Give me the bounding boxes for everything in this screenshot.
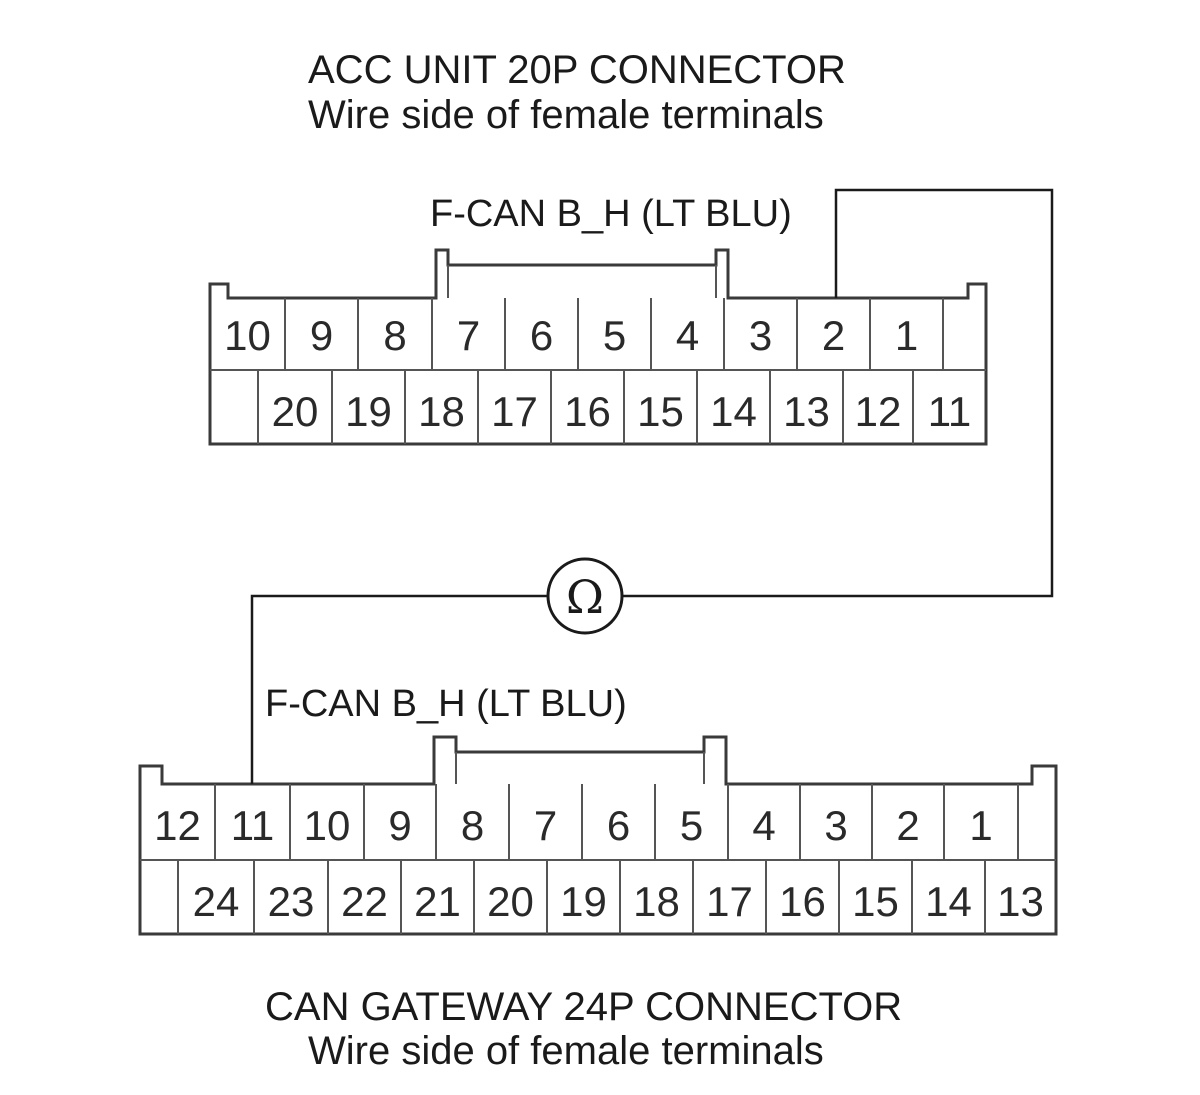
pin-7: 7 — [534, 802, 557, 849]
pin-6: 6 — [607, 802, 630, 849]
pin-16: 16 — [564, 388, 611, 435]
pin-17: 17 — [706, 878, 753, 925]
pin-19: 19 — [560, 878, 607, 925]
pin-17: 17 — [491, 388, 538, 435]
pin-5: 5 — [680, 802, 703, 849]
pin-6: 6 — [530, 312, 553, 359]
pin-20: 20 — [487, 878, 534, 925]
pin-8: 8 — [461, 802, 484, 849]
pin-8: 8 — [383, 312, 406, 359]
pin-1: 1 — [969, 802, 992, 849]
bottom-wire-label: F-CAN B_H (LT BLU) — [265, 683, 627, 725]
pin-21: 21 — [414, 878, 461, 925]
pin-5: 5 — [603, 312, 626, 359]
pin-15: 15 — [637, 388, 684, 435]
pin-9: 9 — [310, 312, 333, 359]
pin-16: 16 — [779, 878, 826, 925]
pin-14: 14 — [925, 878, 972, 925]
pin-18: 18 — [418, 388, 465, 435]
pin-13: 13 — [783, 388, 830, 435]
pin-11: 11 — [231, 802, 275, 849]
top-wire-label: F-CAN B_H (LT BLU) — [430, 193, 792, 235]
pin-20: 20 — [272, 388, 319, 435]
top-connector-title: ACC UNIT 20P CONNECTOR — [308, 48, 846, 92]
pin-2: 2 — [822, 312, 845, 359]
pin-3: 3 — [824, 802, 847, 849]
pin-10: 10 — [304, 802, 351, 849]
pin-7: 7 — [457, 312, 480, 359]
pin-3: 3 — [749, 312, 772, 359]
ohmmeter-icon: Ω — [546, 557, 624, 635]
pin-11: 11 — [928, 388, 972, 435]
pin-18: 18 — [633, 878, 680, 925]
bottom-connector-subtitle: Wire side of female terminals — [308, 1029, 824, 1073]
pin-24: 24 — [193, 878, 240, 925]
pin-12: 12 — [154, 802, 201, 849]
pin-15: 15 — [852, 878, 899, 925]
pin-13: 13 — [997, 878, 1044, 925]
test-lead-bottom — [250, 594, 548, 784]
pin-9: 9 — [388, 802, 411, 849]
top-connector-subtitle: Wire side of female terminals — [308, 93, 824, 137]
pin-4: 4 — [752, 802, 775, 849]
ohm-symbol: Ω — [566, 570, 604, 624]
pin-10: 10 — [224, 312, 271, 359]
pin-14: 14 — [710, 388, 757, 435]
pin-12: 12 — [855, 388, 902, 435]
pin-1: 1 — [895, 312, 918, 359]
pin-22: 22 — [341, 878, 388, 925]
pin-23: 23 — [268, 878, 315, 925]
pin-19: 19 — [345, 388, 392, 435]
bottom-connector-title: CAN GATEWAY 24P CONNECTOR — [265, 985, 902, 1029]
pin-4: 4 — [676, 312, 699, 359]
test-lead-top — [622, 188, 1054, 598]
pin-2: 2 — [896, 802, 919, 849]
